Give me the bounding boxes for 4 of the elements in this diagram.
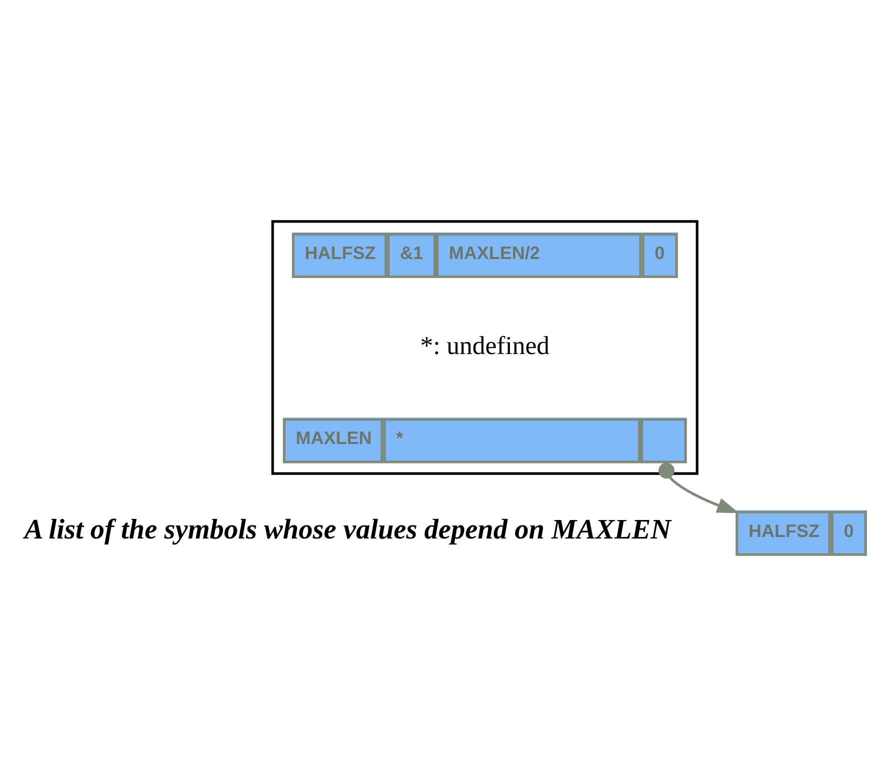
- arrow: [658, 462, 739, 513]
- label: *: undefined: [420, 330, 550, 360]
- label: A list of the symbols whose values depend on MAXLEN: [24, 514, 672, 546]
- cluster: [271, 220, 698, 474]
